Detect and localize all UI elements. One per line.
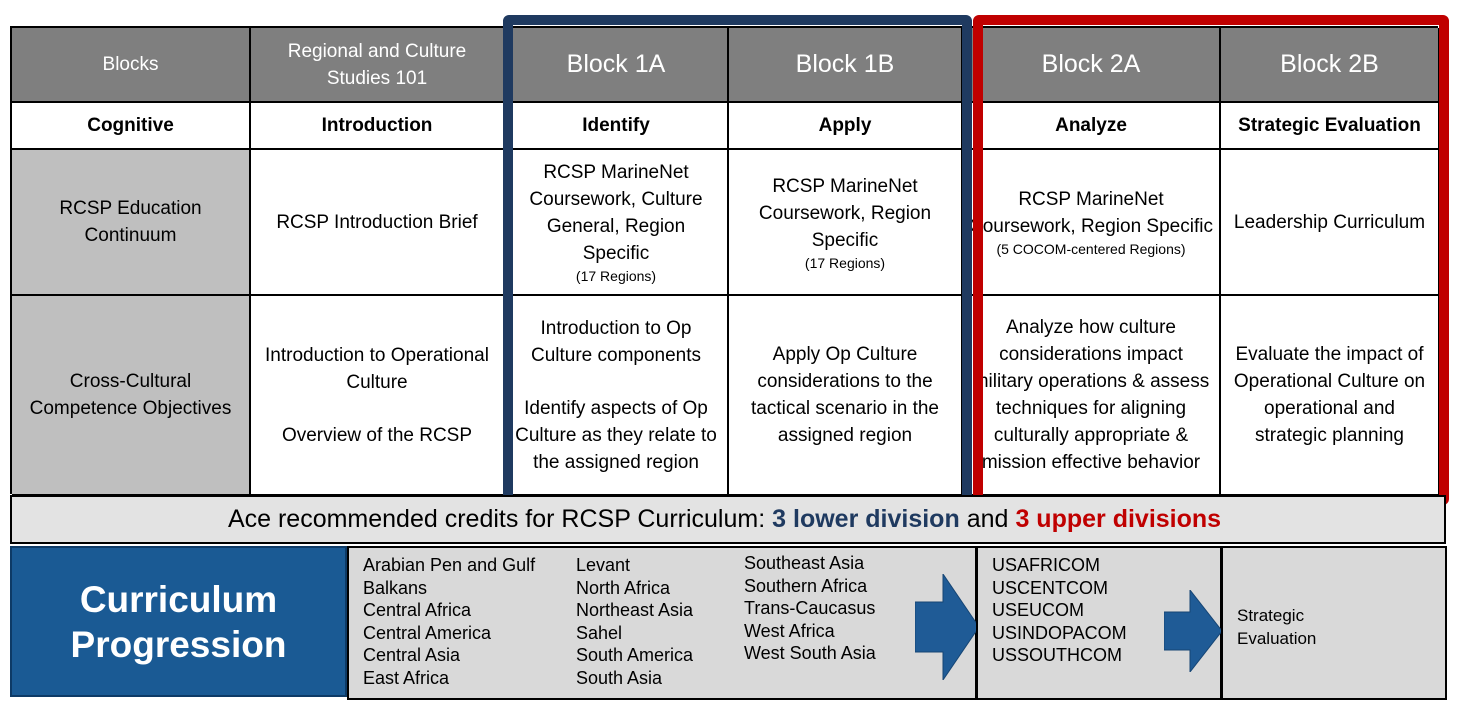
region-item: Levant bbox=[576, 555, 631, 575]
objectives-block-1b: Apply Op Culture considerations to the t… bbox=[729, 296, 963, 496]
objectives-block-1a-2: Identify aspects of Op Culture as they r… bbox=[515, 397, 717, 473]
region-item: Sahel bbox=[576, 622, 623, 643]
objectives-intro: Introduction to Operational Culture Over… bbox=[251, 296, 505, 496]
command-item: USINDOPACOM bbox=[992, 622, 1127, 643]
region-item: South Asia bbox=[576, 667, 663, 688]
final-line-1: Strategic bbox=[1237, 606, 1305, 625]
continuum-intro: RCSP Introduction Brief bbox=[251, 150, 505, 296]
region-item: Central America bbox=[363, 622, 492, 643]
continuum-block-1a: RCSP MarineNet Coursework, Culture Gener… bbox=[505, 150, 729, 296]
continuum-block-1b-text: RCSP MarineNet Coursework, Region Specif… bbox=[758, 175, 932, 251]
region-item: Central Africa bbox=[363, 600, 472, 621]
header-blocks: Blocks bbox=[12, 28, 251, 103]
final-line-2: Evaluation bbox=[1237, 629, 1317, 648]
regions-column-3: Southeast Asia Southern Africa Trans-Cau… bbox=[744, 552, 876, 665]
regions-column-1: Arabian Pen and Gulf Balkans Central Afr… bbox=[363, 554, 535, 690]
command-item: USEUCOM bbox=[992, 600, 1085, 621]
region-item: North Africa bbox=[576, 577, 671, 598]
progression-title-line2: Progression bbox=[70, 623, 287, 665]
continuum-block-2a: RCSP MarineNet Coursework, Region Specif… bbox=[963, 150, 1221, 296]
final-strategic-evaluation: Strategic Evaluation bbox=[1237, 604, 1316, 650]
region-item: Southern Africa bbox=[744, 575, 868, 596]
objectives-intro-1: Introduction to Operational Culture bbox=[265, 344, 489, 393]
continuum-block-2a-note: (5 COCOM-centered Regions) bbox=[996, 241, 1186, 257]
region-item: South America bbox=[576, 645, 694, 666]
arrow-right-icon bbox=[915, 574, 979, 680]
cognitive-introduction: Introduction bbox=[251, 103, 505, 150]
final-panel: Strategic Evaluation bbox=[1221, 546, 1447, 700]
arrow-right-icon bbox=[1164, 590, 1222, 672]
objectives-label: Cross-Cultural Competence Objectives bbox=[12, 296, 251, 496]
credits-and: and bbox=[966, 505, 1009, 533]
objectives-block-2b: Evaluate the impact of Operational Cultu… bbox=[1221, 296, 1440, 496]
regions-panel: Arabian Pen and Gulf Balkans Central Afr… bbox=[347, 546, 979, 700]
continuum-block-2a-text: RCSP MarineNet Coursework, Region Specif… bbox=[969, 189, 1213, 237]
continuum-block-2b: Leadership Curriculum bbox=[1221, 150, 1440, 296]
continuum-block-1a-note: (17 Regions) bbox=[575, 268, 657, 284]
progression-title: Curriculum Progression bbox=[10, 546, 347, 697]
region-item: Balkans bbox=[363, 577, 428, 598]
command-item: USSOUTHCOM bbox=[992, 645, 1122, 666]
region-item: Arabian Pen and Gulf bbox=[363, 555, 536, 575]
continuum-block-1a-text: RCSP MarineNet Coursework, Culture Gener… bbox=[529, 162, 703, 264]
credits-banner: Ace recommended credits for RCSP Curricu… bbox=[10, 495, 1446, 544]
objectives-block-2a: Analyze how culture considerations impac… bbox=[963, 296, 1221, 496]
objectives-block-1a: Introduction to Op Culture components Id… bbox=[505, 296, 729, 496]
header-regional-culture: Regional and Culture Studies 101 bbox=[251, 28, 505, 103]
continuum-label: RCSP Education Continuum bbox=[12, 150, 251, 296]
credits-lower-division: 3 lower division bbox=[772, 505, 960, 533]
cognitive-identify: Identify bbox=[505, 103, 729, 150]
region-item: Northeast Asia bbox=[576, 600, 694, 621]
cognitive-analyze: Analyze bbox=[963, 103, 1221, 150]
continuum-block-1b-note: (17 Regions) bbox=[804, 254, 886, 271]
continuum-block-1b: RCSP MarineNet Coursework, Region Specif… bbox=[729, 150, 963, 296]
regions-column-2: Levant North Africa Northeast Asia Sahel… bbox=[576, 554, 693, 690]
command-item: USCENTCOM bbox=[992, 577, 1108, 598]
region-item: West Africa bbox=[744, 620, 835, 641]
objectives-intro-2: Overview of the RCSP bbox=[281, 424, 473, 446]
command-item: USAFRICOM bbox=[992, 555, 1100, 575]
region-item: East Africa bbox=[363, 667, 450, 688]
header-block-2a: Block 2A bbox=[963, 28, 1221, 103]
region-item: West South Asia bbox=[744, 643, 876, 664]
credits-upper-division: 3 upper divisions bbox=[1015, 505, 1222, 533]
progression-title-line1: Curriculum bbox=[79, 578, 278, 620]
credits-prefix: Ace recommended credits for RCSP Curricu… bbox=[227, 505, 766, 533]
cognitive-apply: Apply bbox=[729, 103, 963, 150]
curriculum-progression: Curriculum Progression Arabian Pen and G… bbox=[10, 546, 1447, 700]
cognitive-label: Cognitive bbox=[12, 103, 251, 150]
region-item: Central Asia bbox=[363, 645, 461, 666]
region-item: Southeast Asia bbox=[744, 553, 865, 573]
header-block-2b: Block 2B bbox=[1221, 28, 1440, 103]
objectives-block-1a-1: Introduction to Op Culture components bbox=[530, 317, 702, 366]
commands-list: USAFRICOM USCENTCOM USEUCOM USINDOPACOM … bbox=[992, 554, 1127, 667]
commands-panel: USAFRICOM USCENTCOM USEUCOM USINDOPACOM … bbox=[976, 546, 1222, 700]
curriculum-table: Blocks Regional and Culture Studies 101 … bbox=[10, 26, 1440, 496]
header-block-1a: Block 1A bbox=[505, 28, 729, 103]
region-item: Trans-Caucasus bbox=[744, 598, 876, 619]
header-block-1b: Block 1B bbox=[729, 28, 963, 103]
cognitive-strategic-evaluation: Strategic Evaluation bbox=[1221, 103, 1440, 150]
